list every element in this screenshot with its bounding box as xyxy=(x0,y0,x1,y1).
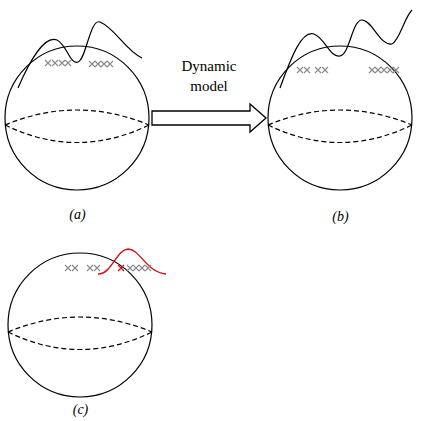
particle-mark xyxy=(87,265,93,271)
particle-mark xyxy=(95,61,101,67)
particle-mark xyxy=(145,265,151,271)
particle-mark xyxy=(45,60,51,66)
panel-caption: (b) xyxy=(330,209,350,224)
particle-mark xyxy=(387,67,393,73)
particle-mark xyxy=(297,67,303,73)
particle-mark xyxy=(52,60,58,66)
arrow-label: Dynamic model xyxy=(168,57,250,96)
block-arrow xyxy=(152,104,266,132)
sphere-node: (c) xyxy=(8,253,153,418)
particle-mark xyxy=(315,67,321,73)
particle-mark xyxy=(59,60,65,66)
particle-mark xyxy=(133,265,139,271)
particle-mark xyxy=(94,265,100,271)
sphere-node: (a) xyxy=(5,45,150,223)
particle-mark xyxy=(72,265,78,271)
particle-mark xyxy=(369,67,375,73)
particle-mark xyxy=(139,265,145,271)
particle-mark xyxy=(127,265,133,271)
particle-mark xyxy=(89,61,95,67)
particle-mark xyxy=(381,67,387,73)
particle-mark xyxy=(101,61,107,67)
particle-mark xyxy=(393,67,399,73)
particle-mark xyxy=(65,60,71,66)
particle-mark xyxy=(107,61,113,67)
particle-mark xyxy=(304,67,310,73)
panel-caption: (c) xyxy=(71,402,91,417)
sphere-node: (b) xyxy=(268,45,413,225)
particle-mark xyxy=(65,265,71,271)
particle-mark xyxy=(118,265,124,271)
particle-mark xyxy=(322,67,328,73)
particle-mark xyxy=(375,67,381,73)
panel-caption: (a) xyxy=(67,207,87,222)
